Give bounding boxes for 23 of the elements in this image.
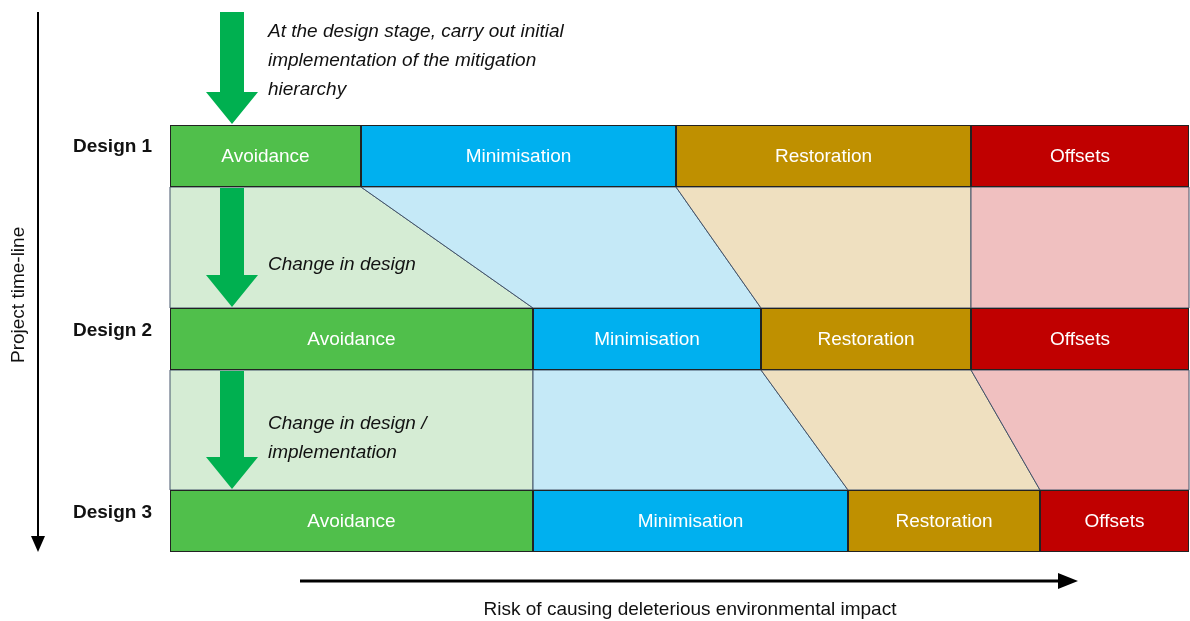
axis-label: Project time-line [6,225,29,366]
block-arrow [206,12,258,124]
block-arrow [206,188,258,307]
category-box: Minimisation [361,125,676,187]
category-box: Restoration [676,125,971,187]
note-text: Change in design / implementation [268,411,429,464]
category-box: Restoration [761,308,971,370]
row-label: Design 3 [73,500,153,524]
row-label: Design 2 [73,318,153,342]
category-box: Offsets [1040,490,1189,552]
category-box: Restoration [848,490,1040,552]
block-arrow [206,371,258,489]
category-box: Minimisation [533,490,848,552]
axis-label: Risk of causing deleterious environmental impact [482,597,898,621]
note-text: At the design stage, carry out initial implementation of the mitigation hierarchy [268,19,565,101]
category-box: Offsets [971,308,1189,370]
category-box: Minimisation [533,308,761,370]
category-box: Avoidance [170,125,361,187]
note-text: Change in design [268,252,417,276]
category-box: Avoidance [170,490,533,552]
category-box: Offsets [971,125,1189,187]
row-label: Design 1 [73,134,153,158]
category-box: Avoidance [170,308,533,370]
